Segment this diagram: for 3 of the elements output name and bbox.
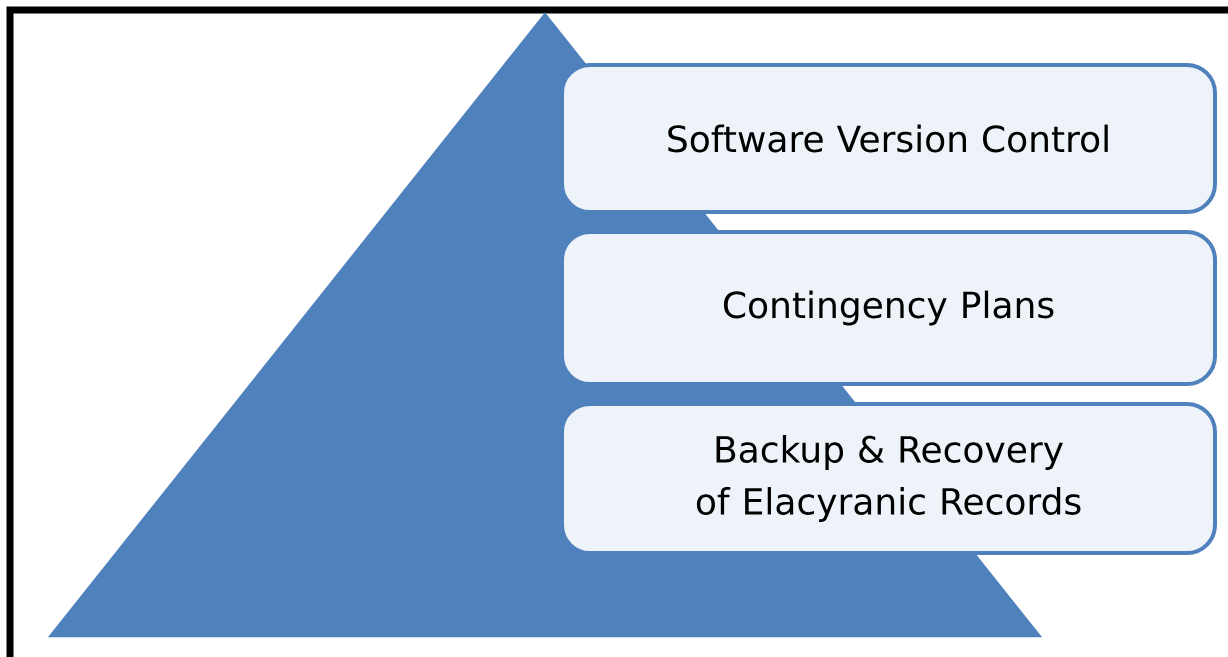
text-box: Backup & Recovery of Elacyranic Records — [560, 402, 1217, 555]
text-box: Contingency Plans — [560, 230, 1217, 386]
text-box: Software Version Control — [560, 63, 1217, 214]
